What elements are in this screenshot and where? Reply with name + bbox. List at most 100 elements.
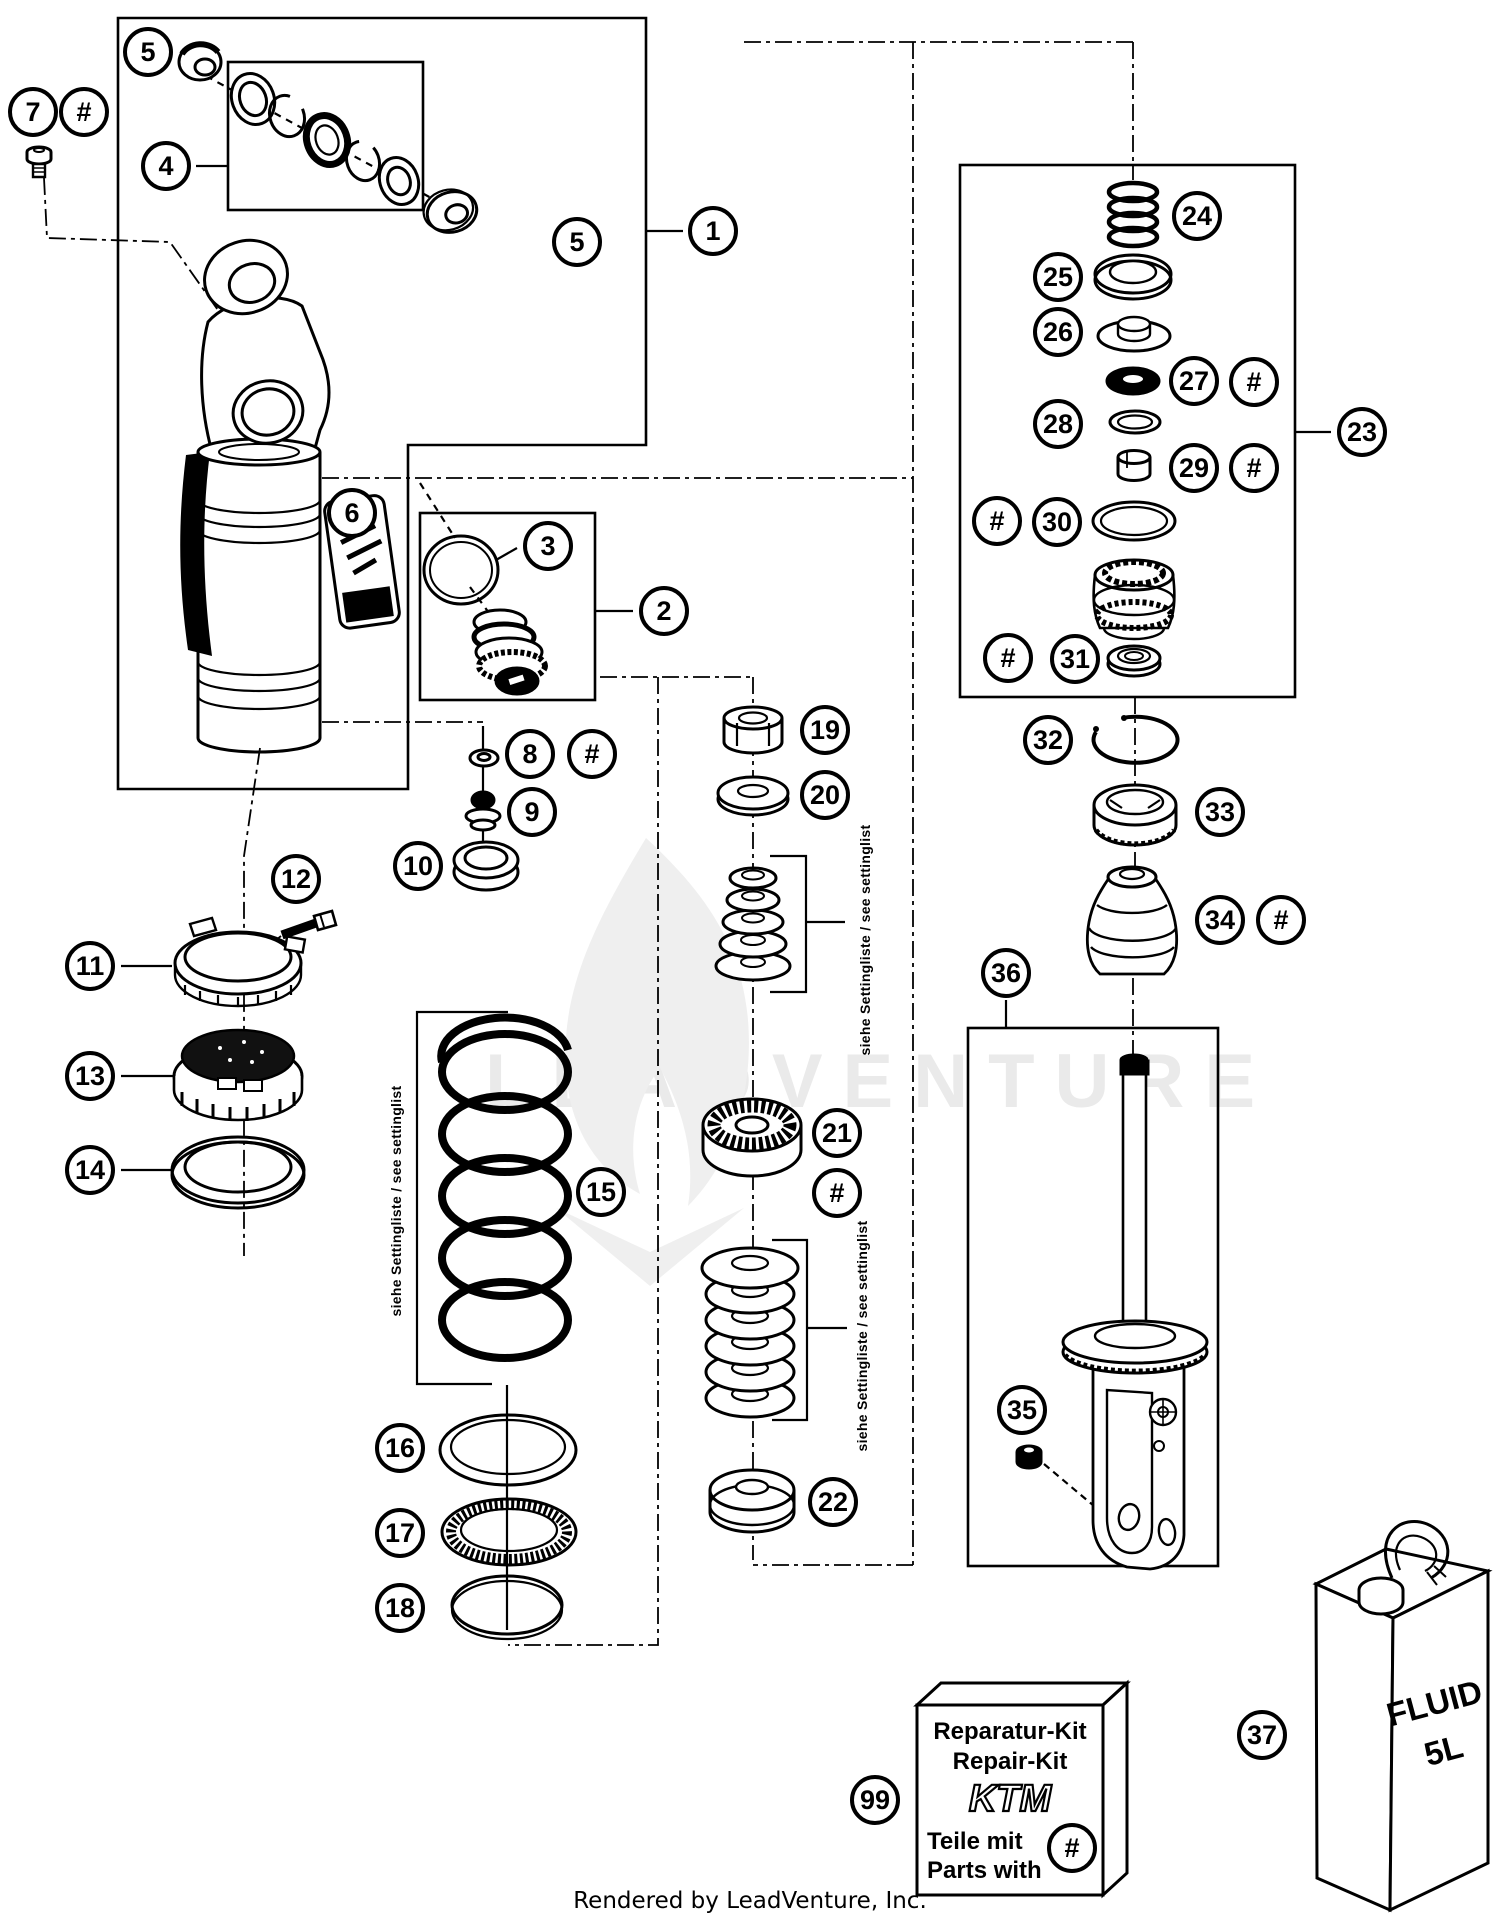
callout-18[interactable]: 18 xyxy=(375,1583,425,1633)
callout-29[interactable]: 29 xyxy=(1169,443,1219,493)
part-10-ring xyxy=(452,840,520,892)
callout-36[interactable]: 36 xyxy=(981,948,1031,998)
part-cone-spring-stack xyxy=(714,866,792,982)
callout-22[interactable]: 22 xyxy=(808,1477,858,1527)
callout-8[interactable]: 8 xyxy=(505,729,555,779)
callout-35[interactable]: 35 xyxy=(997,1385,1047,1435)
part-16-ring xyxy=(438,1413,578,1487)
part-12-screw xyxy=(280,909,338,940)
part-shim-stack xyxy=(700,1246,800,1419)
callout-19[interactable]: 19 xyxy=(800,705,850,755)
repair-kit-parts-en: Parts with xyxy=(927,1856,1042,1884)
callout-17[interactable]: 17 xyxy=(375,1508,425,1558)
part-31-seal-head xyxy=(1092,558,1176,641)
fork-clevis xyxy=(1061,1319,1209,1571)
part-32-circlip xyxy=(1091,714,1180,765)
seal-kit-rings xyxy=(229,72,421,206)
part-22-washer xyxy=(708,1468,796,1534)
svg-text:KTM: KTM xyxy=(969,1778,1053,1820)
callout-hash-31[interactable]: # xyxy=(983,633,1033,683)
callout-hash-7[interactable]: # xyxy=(59,87,109,137)
group-boxes xyxy=(116,16,1297,1568)
callout-32[interactable]: 32 xyxy=(1023,715,1073,765)
callout-6[interactable]: 6 xyxy=(327,488,377,538)
part-30-oring xyxy=(1091,500,1177,542)
callout-33[interactable]: 33 xyxy=(1195,787,1245,837)
part-5-cap xyxy=(177,41,223,82)
callout-25[interactable]: 25 xyxy=(1033,252,1083,302)
callout-30[interactable]: 30 xyxy=(1032,497,1082,547)
part-33-cap xyxy=(1092,783,1178,847)
part-7-bolt xyxy=(25,145,53,179)
callout-99[interactable]: 99 xyxy=(850,1775,900,1825)
callout-24[interactable]: 24 xyxy=(1172,191,1222,241)
part-28-oring xyxy=(1108,409,1162,435)
callout-hash-34[interactable]: # xyxy=(1256,895,1306,945)
part-15-spring xyxy=(437,1013,572,1362)
callout-7[interactable]: 7 xyxy=(8,87,58,137)
part-36-shaft-assembly xyxy=(1015,1053,1209,1571)
watermark-flame-icon xyxy=(556,838,749,1286)
callout-20[interactable]: 20 xyxy=(800,770,850,820)
callout-9[interactable]: 9 xyxy=(507,787,557,837)
callout-hash-8[interactable]: # xyxy=(567,729,617,779)
part-5-washer xyxy=(422,188,479,234)
callout-11[interactable]: 11 xyxy=(65,941,115,991)
repair-kit-title-de: Reparatur-Kit xyxy=(933,1718,1087,1745)
part-29-bushing xyxy=(1116,449,1152,482)
callout-hash-30[interactable]: # xyxy=(972,496,1022,546)
shock-absorber-body xyxy=(180,238,401,754)
callout-13[interactable]: 13 xyxy=(65,1051,115,1101)
part-35-nut xyxy=(1015,1444,1043,1470)
callout-16[interactable]: 16 xyxy=(375,1423,425,1473)
part-25-seal-ring xyxy=(1093,253,1173,301)
repair-kit-title-en: Repair-Kit xyxy=(952,1748,1068,1775)
settings-note-lower-stack: siehe Settingliste / see settinglist xyxy=(854,1220,870,1452)
part-34-bump-stop xyxy=(1085,865,1179,976)
callout-21[interactable]: 21 xyxy=(812,1108,862,1158)
callout-26[interactable]: 26 xyxy=(1033,307,1083,357)
part-24-spring xyxy=(1106,180,1160,249)
part-18-ring xyxy=(450,1574,564,1641)
callout-34[interactable]: 34 xyxy=(1195,895,1245,945)
part-11-clamp xyxy=(173,916,307,1008)
part-21-piston xyxy=(701,1097,803,1178)
callout-14[interactable]: 14 xyxy=(65,1145,115,1195)
callout-1[interactable]: 1 xyxy=(688,206,738,256)
part-26-support xyxy=(1096,315,1172,353)
settings-note-main-spring: siehe Settingliste / see settinglist xyxy=(388,1085,404,1317)
callout-4[interactable]: 4 xyxy=(141,141,191,191)
callout-hash-29[interactable]: # xyxy=(1229,443,1279,493)
part-3-oring xyxy=(422,534,500,606)
part-27-piston-ring xyxy=(1105,366,1161,396)
callout-hash-21[interactable]: # xyxy=(812,1168,862,1218)
part-2-adjuster xyxy=(471,608,548,696)
callout-hash-27[interactable]: # xyxy=(1229,357,1279,407)
part-31-seal xyxy=(1106,644,1162,678)
callout-28[interactable]: 28 xyxy=(1033,399,1083,449)
callout-3[interactable]: 3 xyxy=(523,521,573,571)
callout-5b[interactable]: 5 xyxy=(552,217,602,267)
part-14-oring xyxy=(170,1135,306,1210)
part-9-valve xyxy=(464,790,502,832)
settings-note-upper-stack: siehe Settingliste / see settinglist xyxy=(857,824,873,1056)
callout-2[interactable]: 2 xyxy=(639,586,689,636)
repair-kit-box: Reparatur-Kit Repair-Kit KTM Teile mit P… xyxy=(917,1705,1103,1895)
part-19-nut xyxy=(722,705,784,755)
callout-10[interactable]: 10 xyxy=(393,841,443,891)
callout-27[interactable]: 27 xyxy=(1169,356,1219,406)
ktm-logo: KTM xyxy=(968,1777,1054,1821)
part-8-washer xyxy=(468,748,500,768)
callout-15[interactable]: 15 xyxy=(576,1167,626,1217)
callout-12[interactable]: 12 xyxy=(271,854,321,904)
callout-5a[interactable]: 5 xyxy=(123,27,173,77)
callout-37[interactable]: 37 xyxy=(1237,1710,1287,1760)
repair-kit-parts-de: Teile mit xyxy=(927,1828,1023,1855)
callout-hash-kit[interactable]: # xyxy=(1047,1823,1097,1873)
callout-31[interactable]: 31 xyxy=(1050,634,1100,684)
part-13-adjuster-wheel xyxy=(172,1028,304,1122)
part-17-ring xyxy=(440,1497,578,1567)
callout-23[interactable]: 23 xyxy=(1337,407,1387,457)
